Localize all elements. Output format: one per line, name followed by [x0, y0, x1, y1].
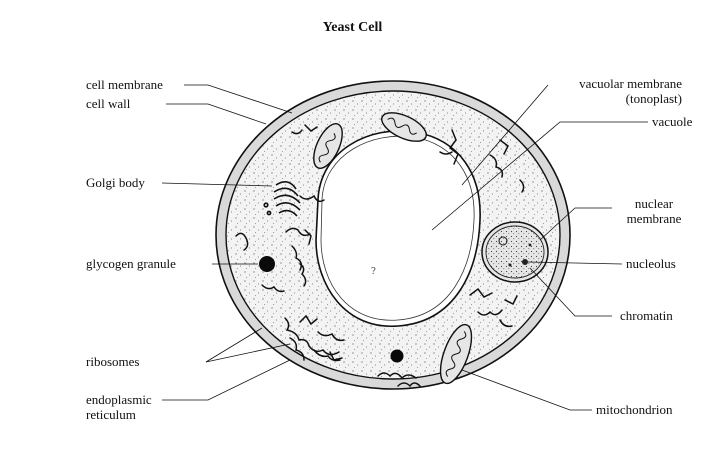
label-cell-membrane: cell membrane — [86, 77, 163, 92]
label-nuclear: nuclear — [634, 196, 674, 211]
leader-cell-wall — [166, 103, 267, 125]
label-vacuolar-membrane: vacuolar membrane — [579, 76, 682, 91]
label-golgi-body: Golgi body — [86, 175, 145, 190]
endoplasmic-reticulum — [235, 124, 525, 388]
leader-nuclear-membrane — [539, 207, 612, 241]
leader-ribosomes-2 — [205, 343, 291, 363]
leader-golgi-body — [161, 182, 273, 187]
glycogen-granule — [259, 256, 275, 272]
vacuole-mark: ? — [371, 267, 376, 277]
vacuole — [315, 130, 481, 327]
glycogen-granule — [390, 349, 404, 363]
leader-er — [162, 359, 291, 401]
label-glycogen-granule: glycogen granule — [86, 256, 176, 271]
golgi-body — [263, 181, 301, 217]
leader-vacuolar-membrane — [461, 84, 549, 186]
nucleolus-body — [498, 236, 508, 246]
label-nucleolus: nucleolus — [626, 256, 676, 271]
leader-chromatin — [529, 267, 612, 317]
leader-cell-membrane — [184, 84, 293, 114]
leader-mitochondrion — [461, 369, 592, 411]
label-cell-wall: cell wall — [86, 96, 131, 111]
label-tonoplast: (tonoplast) — [625, 91, 682, 106]
leader-nucleolus — [527, 261, 623, 265]
diagram-title: Yeast Cell — [322, 20, 383, 35]
label-endoplasmic: endoplasmic — [86, 392, 152, 407]
label-reticulum: reticulum — [86, 407, 136, 422]
chromatin-body — [522, 259, 528, 265]
mitochondrion-bottom — [439, 323, 473, 385]
vacuolar-membrane — [320, 135, 475, 321]
label-chromatin: chromatin — [620, 308, 673, 323]
label-membrane: membrane — [626, 211, 682, 226]
label-vacuole: vacuole — [652, 114, 693, 129]
mitochondrion-top — [381, 112, 427, 142]
chromatin-body — [528, 243, 532, 247]
chromatin-body — [508, 263, 512, 267]
label-mitochondrion: mitochondrion — [596, 402, 673, 417]
nuclear-membrane — [485, 225, 545, 279]
leader-vacuole — [431, 121, 648, 231]
mitochondrion-top-left — [313, 123, 343, 169]
leader-ribosomes-1 — [205, 327, 263, 363]
leader-lines — [161, 84, 648, 411]
label-ribosomes: ribosomes — [86, 354, 140, 369]
